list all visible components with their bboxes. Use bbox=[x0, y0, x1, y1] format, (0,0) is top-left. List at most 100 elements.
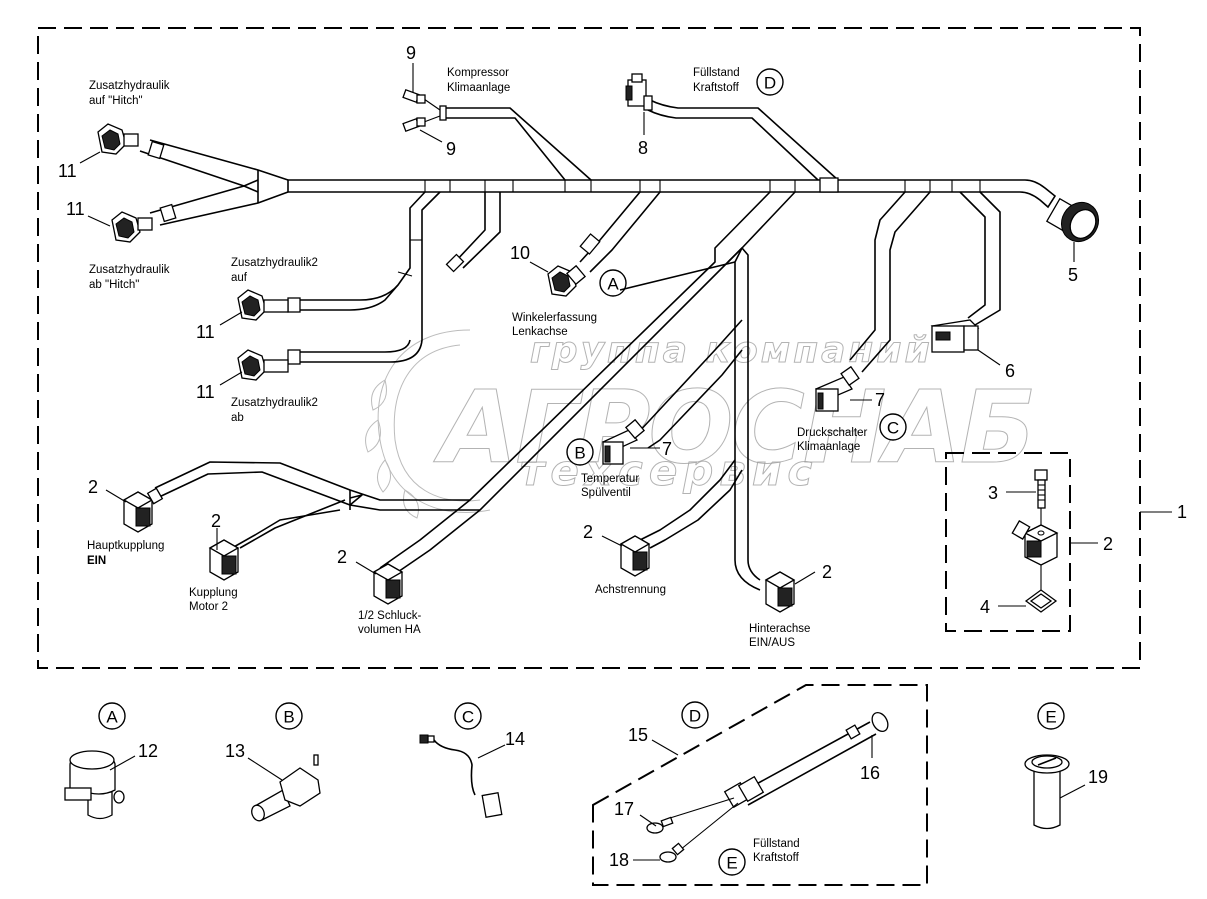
svg-text:B: B bbox=[574, 444, 585, 463]
part-number-6: 6 bbox=[1005, 361, 1015, 381]
part-number-11-c: 11 bbox=[196, 322, 215, 342]
part-number-11-d: 11 bbox=[196, 382, 215, 402]
label-zusatz2-ab-2: ab bbox=[231, 412, 244, 424]
detail-view-d-frame bbox=[592, 684, 928, 886]
label-zusatz-hitch-auf-2: auf "Hitch" bbox=[89, 95, 143, 107]
connector-11-zusatz2-auf bbox=[237, 289, 289, 321]
label-kompressor-2: Klimaanlage bbox=[447, 82, 510, 94]
label-fuellstand-top-2: Kraftstoff bbox=[693, 82, 740, 94]
part-number-16: 16 bbox=[860, 763, 880, 783]
label-schluckvolumen-1: 1/2 Schluck- bbox=[358, 610, 421, 622]
label-fuellstand-bottom-2: Kraftstoff bbox=[753, 852, 800, 864]
label-kompressor-1: Kompressor bbox=[447, 67, 509, 79]
bolt-3 bbox=[1034, 469, 1048, 525]
label-zusatz-hitch-ab-1: Zusatzhydraulik bbox=[89, 264, 170, 276]
part-number-4: 4 bbox=[980, 597, 990, 617]
label-zusatz-hitch-ab-2: ab "Hitch" bbox=[89, 279, 139, 291]
detail-view-d: D 15 16 17 18 Füllstand Kraftstoff E bbox=[609, 701, 889, 876]
label-hinterachse-1: Hinterachse bbox=[749, 623, 810, 635]
callout-b-detail: B bbox=[283, 708, 294, 727]
part-number-2-c: 2 bbox=[337, 547, 347, 567]
fuel-cable-16-icon bbox=[646, 712, 889, 863]
label-zusatz2-auf-1: Zusatzhydraulik2 bbox=[231, 257, 318, 269]
label-temperatur-2: Spülventil bbox=[581, 487, 631, 499]
part-number-2-e: 2 bbox=[822, 562, 832, 582]
part-number-15: 15 bbox=[628, 725, 648, 745]
solenoid-2-schluckvolumen bbox=[372, 563, 404, 605]
detail-view-b: B 13 bbox=[225, 702, 321, 822]
label-schluckvolumen-2: volumen HA bbox=[358, 624, 421, 636]
druckschalter-branch bbox=[849, 191, 931, 373]
svg-text:D: D bbox=[764, 74, 776, 93]
label-zusatz2-auf-2: auf bbox=[231, 272, 248, 284]
part-number-2-detail: 2 bbox=[1103, 534, 1113, 554]
label-zusatz-hitch-auf-1: Zusatzhydraulik bbox=[89, 80, 170, 92]
callout-e-detail: E bbox=[1045, 708, 1056, 727]
winkel-branch bbox=[579, 191, 661, 273]
callout-a-main: A bbox=[599, 269, 627, 297]
label-achstrennung: Achstrennung bbox=[595, 584, 666, 596]
part-number-2-b: 2 bbox=[211, 511, 221, 531]
svg-text:C: C bbox=[887, 419, 899, 438]
callout-e-in-d: E bbox=[726, 854, 737, 873]
watermark: группа компаний АГРОСНАБ техсервис bbox=[365, 330, 1037, 519]
solenoid-2-achstrennung bbox=[619, 535, 651, 577]
solenoid-2-detail bbox=[1011, 520, 1059, 566]
part-number-19: 19 bbox=[1088, 767, 1108, 787]
kompressor-branch bbox=[402, 89, 592, 181]
stub-cap bbox=[445, 253, 465, 273]
callout-c-detail: C bbox=[462, 708, 474, 727]
lower-left-branch bbox=[154, 461, 480, 549]
label-hauptkupplung-2: EIN bbox=[87, 555, 106, 567]
part-number-12: 12 bbox=[138, 741, 158, 761]
label-hauptkupplung-1: Hauptkupplung bbox=[87, 540, 164, 552]
callout-c-main: C bbox=[879, 413, 907, 441]
part-number-1: 1 bbox=[1177, 502, 1187, 522]
part-number-10: 10 bbox=[510, 243, 530, 263]
label-temperatur-1: Temperatur bbox=[581, 473, 639, 485]
label-kupplung-motor2-1: Kupplung bbox=[189, 587, 238, 599]
detail-view-a: A 12 bbox=[64, 702, 158, 820]
part-number-8: 8 bbox=[638, 138, 648, 158]
pressure-switch-14-icon bbox=[419, 734, 503, 818]
label-hinterachse-2: EIN/AUS bbox=[749, 637, 795, 649]
part-number-5: 5 bbox=[1068, 265, 1078, 285]
callout-b-main: B bbox=[566, 438, 594, 466]
part-number-2-a: 2 bbox=[88, 477, 98, 497]
detail-view-c: C 14 bbox=[419, 702, 525, 818]
part-number-11-a: 11 bbox=[58, 161, 77, 181]
connector-7-temperatur bbox=[601, 418, 646, 465]
part-number-7-b: 7 bbox=[662, 439, 672, 459]
part-number-2-d: 2 bbox=[583, 522, 593, 542]
label-druckschalter-2: Klimaanlage bbox=[797, 441, 860, 453]
part-number-9-a: 9 bbox=[406, 43, 416, 63]
sensor-13-icon bbox=[251, 754, 321, 822]
connector-11-hitch-auf bbox=[97, 123, 139, 155]
label-druckschalter-1: Druckschalter bbox=[797, 427, 867, 439]
stub-branch bbox=[454, 192, 501, 269]
connector-8-fuellstand bbox=[625, 73, 653, 111]
solenoid-detail-frame bbox=[945, 452, 1071, 632]
solenoid-2-hauptkupplung bbox=[122, 487, 164, 533]
part-number-14: 14 bbox=[505, 729, 525, 749]
fuellstand-branch bbox=[647, 99, 839, 193]
callout-d-main: D bbox=[756, 68, 784, 96]
label-kupplung-motor2-2: Motor 2 bbox=[189, 601, 228, 613]
connector-11-hitch-ab bbox=[111, 211, 153, 243]
detail-view-e: E 19 bbox=[1024, 702, 1108, 830]
label-zusatz2-ab-1: Zusatzhydraulik2 bbox=[231, 397, 318, 409]
label-fuellstand-bottom-1: Füllstand bbox=[753, 838, 800, 850]
part-number-9-b: 9 bbox=[446, 139, 456, 159]
hitch-branch bbox=[139, 139, 289, 226]
solenoid-detail bbox=[1011, 469, 1059, 613]
fuel-sender-19-icon bbox=[1024, 754, 1070, 830]
main-trunk bbox=[287, 179, 1057, 209]
part-number-13: 13 bbox=[225, 741, 245, 761]
solenoid-2-hinterachse bbox=[764, 571, 796, 613]
sensor-12-icon bbox=[64, 750, 125, 820]
part-number-18: 18 bbox=[609, 850, 629, 870]
connector-6 bbox=[930, 319, 980, 353]
connector-7-druckschalter bbox=[815, 365, 860, 412]
connector-6-branch bbox=[959, 191, 1001, 326]
